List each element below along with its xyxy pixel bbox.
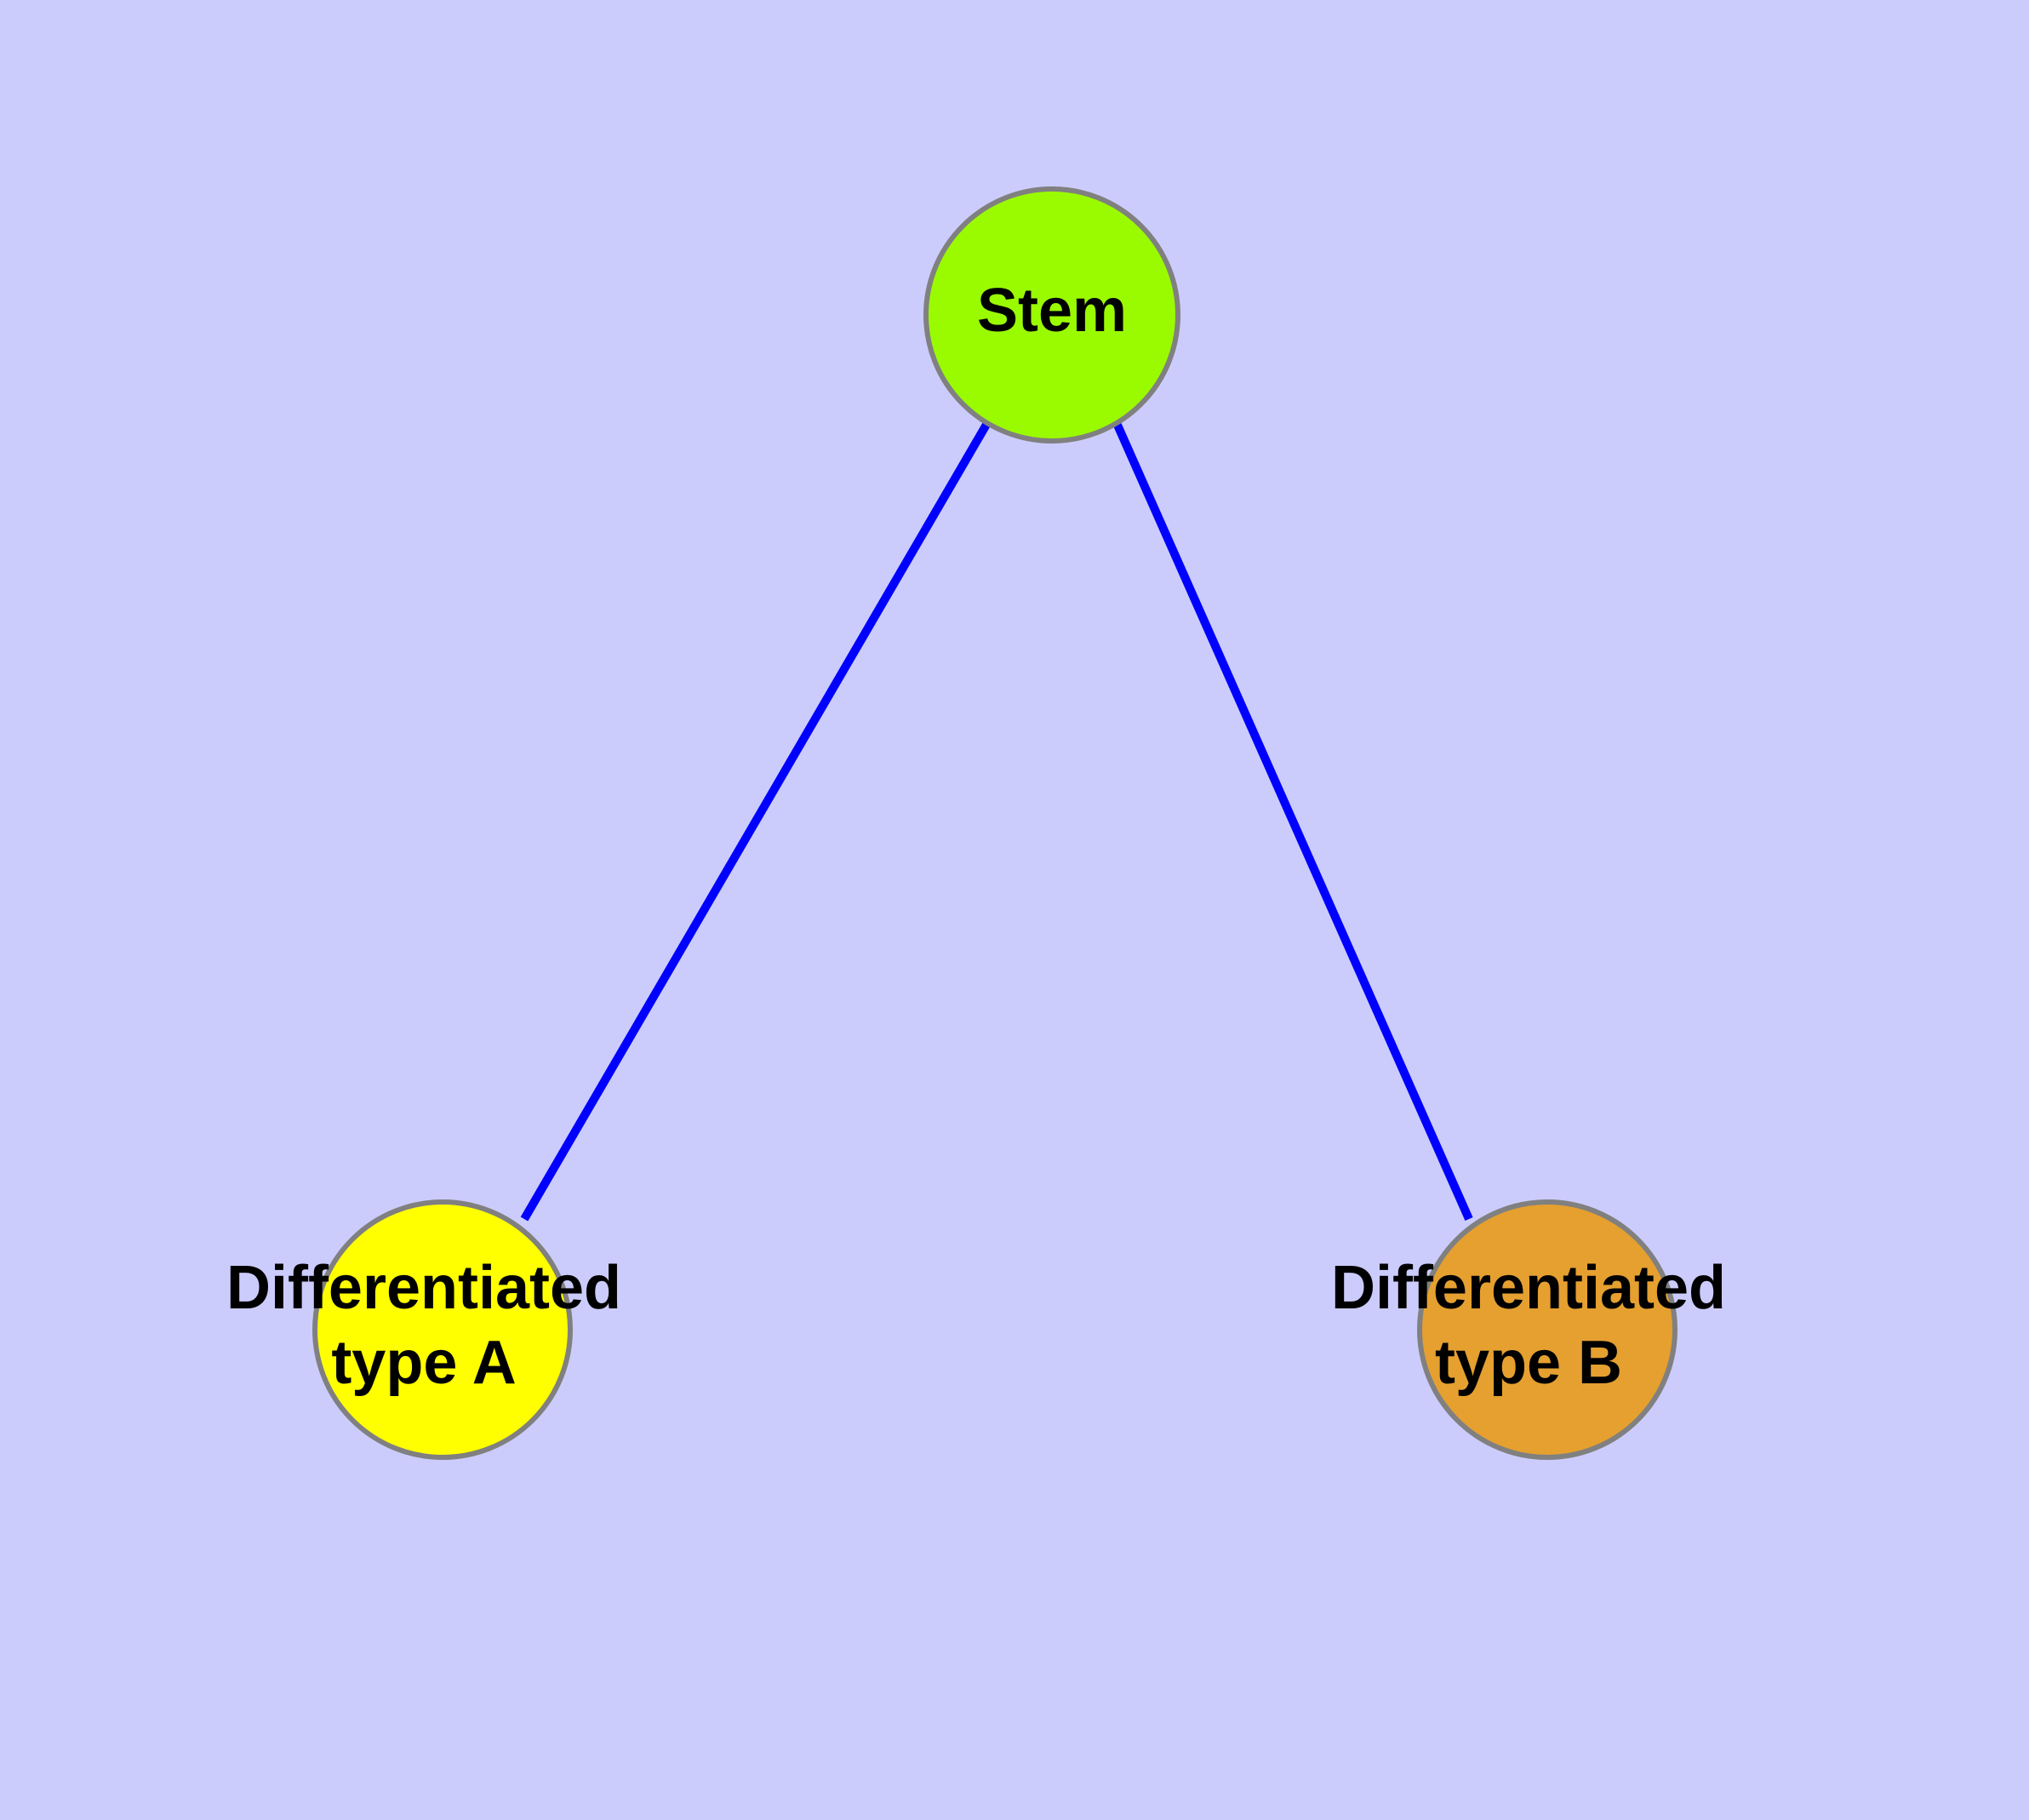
labels-group: Stem Differentiated type A Differentiate… xyxy=(226,277,1726,1397)
node-differentiated-type-a[interactable] xyxy=(312,1199,573,1460)
node-label-differentiated-type-b-line2: type B xyxy=(1435,1329,1622,1397)
node-circle-stem[interactable] xyxy=(923,186,1180,444)
node-stem[interactable] xyxy=(923,186,1180,444)
node-circle-differentiated-type-b[interactable] xyxy=(1417,1199,1677,1460)
node-differentiated-type-b[interactable] xyxy=(1417,1199,1677,1460)
nodes-group xyxy=(312,186,1677,1460)
node-circle-differentiated-type-a[interactable] xyxy=(312,1199,573,1460)
node-label-stem: Stem xyxy=(977,277,1127,345)
node-label-differentiated-type-a-line1: Differentiated xyxy=(226,1254,621,1322)
edges-group xyxy=(520,421,1473,1222)
node-label-differentiated-type-a-line2: type A xyxy=(331,1329,516,1397)
edge-stem-to-differentiated-type-b[interactable] xyxy=(1112,421,1473,1222)
edge-stem-to-differentiated-type-a[interactable] xyxy=(520,421,992,1222)
node-label-differentiated-type-b-line1: Differentiated xyxy=(1331,1254,1726,1322)
